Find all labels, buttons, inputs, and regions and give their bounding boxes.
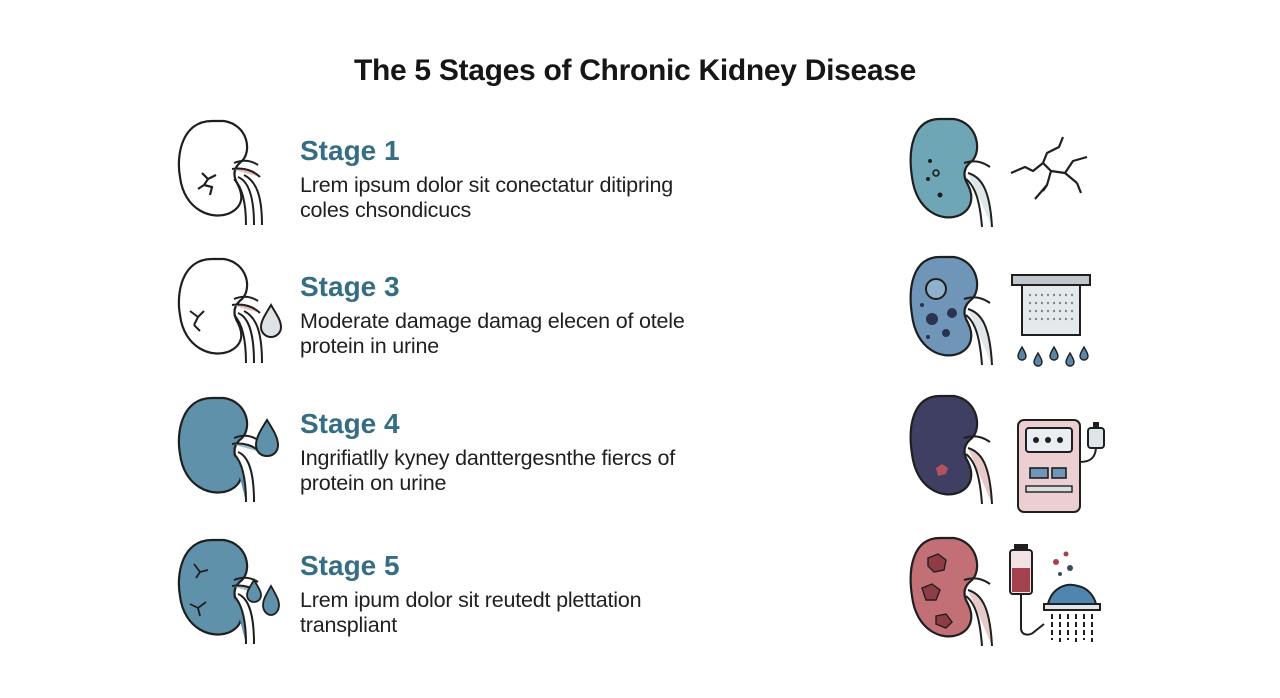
water-drops-icon <box>246 578 280 616</box>
stage-description: Lrem ipum dolor sit reutedt plettation t… <box>300 588 642 637</box>
water-drop-icon <box>254 418 280 458</box>
stage-description: Moderate damage damag elecen of otele pr… <box>300 309 685 358</box>
stage-description: Ingrifiatlly kyney danttergesnthe fiercs… <box>300 446 676 495</box>
cracked-lines-icon <box>1010 136 1088 200</box>
end-stage-kidney-icon <box>909 536 993 647</box>
dialysis-machine-icon <box>1017 419 1105 513</box>
filter-showerhead-icon <box>1011 274 1091 367</box>
healthy-kidney-icon <box>177 119 263 226</box>
failing-kidney-icon <box>177 538 261 645</box>
spotted-kidney-icon <box>909 255 993 366</box>
blood-bag-filter-icon <box>1009 544 1101 642</box>
stage-heading: Stage 5 <box>300 550 400 581</box>
stage-row-2: Stage 3 Moderate damage damag elecen of … <box>0 253 1280 383</box>
stage-description: Lrem ipsum dolor sit conectatur ditiprin… <box>300 173 673 222</box>
stage-heading: Stage 3 <box>300 271 400 302</box>
stage-row-1: Stage 1 Lrem ipsum dolor sit conectatur … <box>0 115 1280 245</box>
stage-heading: Stage 4 <box>300 408 400 439</box>
mild-damage-kidney-icon <box>177 257 263 364</box>
stage-row-3: Stage 4 Ingrifiatlly kyney danttergesnth… <box>0 392 1280 522</box>
impaired-kidney-icon <box>177 396 261 503</box>
stage-heading: Stage 1 <box>300 135 400 166</box>
damaged-kidney-icon <box>909 117 993 228</box>
water-drop-icon <box>259 303 283 339</box>
stage-row-4: Stage 5 Lrem ipum dolor sit reutedt plet… <box>0 534 1280 664</box>
page-title: The 5 Stages of Chronic Kidney Disease <box>353 54 917 87</box>
dark-kidney-icon <box>909 394 993 505</box>
